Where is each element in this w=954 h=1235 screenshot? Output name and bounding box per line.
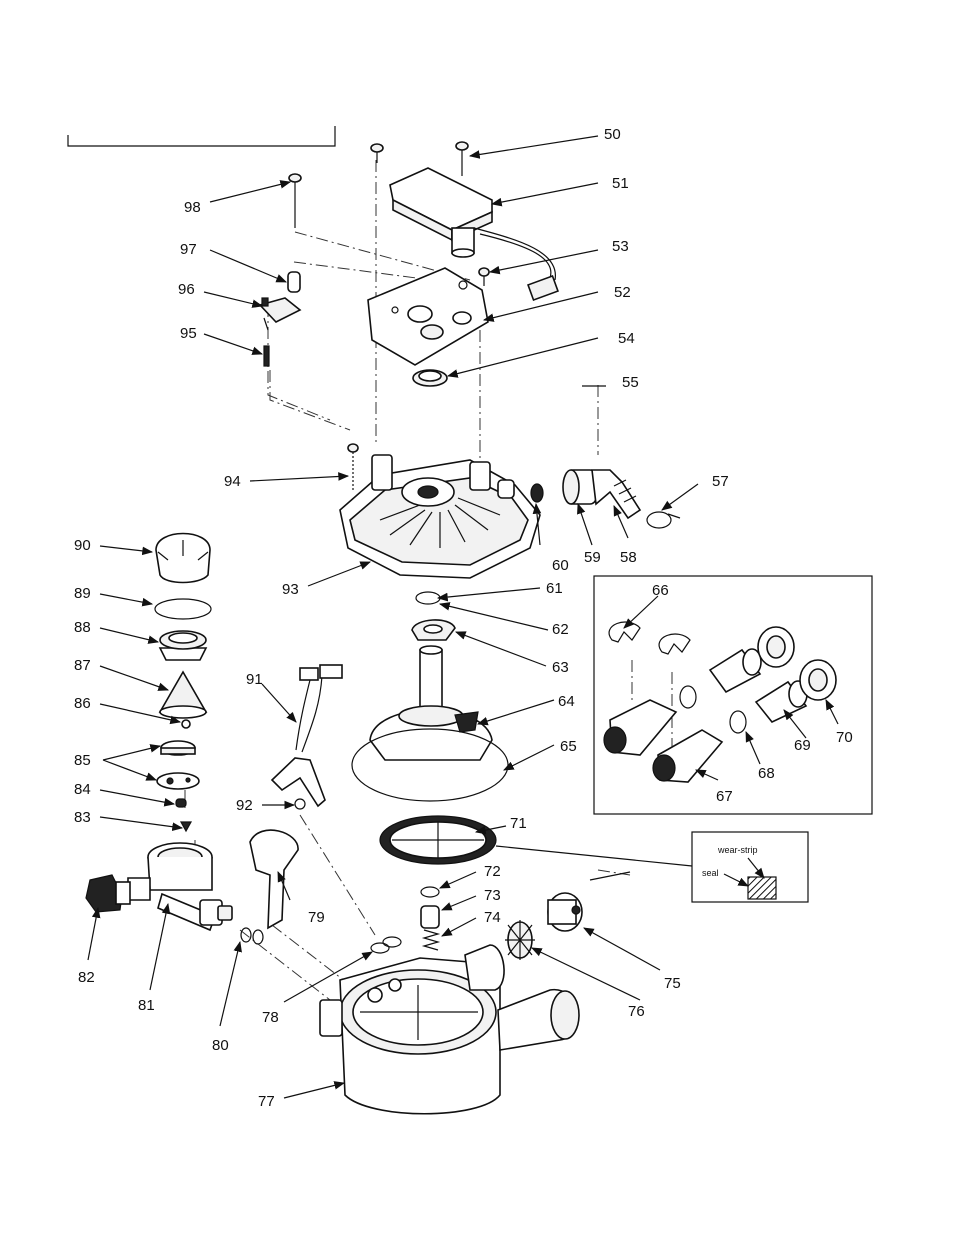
seal-cross-section-icon	[748, 877, 776, 899]
valve-body-77	[320, 945, 579, 1114]
label-67: 67	[716, 788, 733, 805]
clips-66	[609, 622, 690, 654]
wear-strip-arrow	[748, 858, 764, 878]
label-63: 63	[552, 659, 569, 676]
label-90: 90	[74, 537, 91, 554]
label-78: 78	[262, 1009, 279, 1026]
label-93: 93	[282, 581, 299, 598]
label-70: 70	[836, 729, 853, 746]
label-76: 76	[628, 1003, 645, 1020]
pin-95	[264, 346, 269, 366]
ball-86	[182, 720, 190, 728]
o-rings-78	[371, 937, 401, 953]
label-91: 91	[246, 671, 263, 688]
label-81: 81	[138, 997, 155, 1014]
turbine-76	[505, 920, 535, 960]
label-75: 75	[664, 975, 681, 992]
o-ring-72	[421, 887, 439, 897]
label-50: 50	[604, 126, 621, 143]
o-ring-68	[730, 711, 746, 733]
brine-valve-body-81	[128, 843, 232, 930]
label-98: 98	[184, 199, 201, 216]
washer-84	[176, 799, 186, 807]
label-97: 97	[180, 241, 197, 258]
label-53: 53	[612, 238, 629, 255]
tubes-69	[710, 649, 807, 722]
spring-74	[424, 930, 438, 950]
piston-assembly-64	[370, 646, 492, 760]
nut-82	[86, 875, 130, 912]
adapters-67	[604, 700, 722, 782]
label-52: 52	[614, 284, 631, 301]
cap-90	[156, 534, 210, 583]
flow-control-85	[157, 741, 199, 789]
label-85: 85	[74, 752, 91, 769]
label-96: 96	[178, 281, 195, 298]
wire-harness-91	[272, 665, 342, 806]
label-94: 94	[224, 473, 241, 490]
cam-63	[412, 620, 455, 640]
o-ring-68a	[680, 686, 696, 708]
label-73: 73	[484, 887, 501, 904]
clip-79	[250, 830, 298, 928]
label-74: 74	[484, 909, 501, 926]
o-ring-92	[295, 799, 305, 809]
bushing-54	[413, 370, 447, 386]
seal-detail-leader	[496, 846, 692, 866]
mounting-plate-52	[368, 268, 488, 365]
retainer-88	[160, 631, 206, 660]
elbow-fitting-58-59	[563, 470, 640, 518]
label-58: 58	[620, 549, 637, 566]
label-92: 92	[236, 797, 253, 814]
label-95: 95	[180, 325, 197, 342]
label-83: 83	[74, 809, 91, 826]
spacer-73	[421, 906, 439, 928]
label-64: 64	[558, 693, 575, 710]
valve-cover-93	[340, 455, 540, 578]
label-66: 66	[652, 582, 669, 599]
screw-53	[479, 268, 489, 286]
seal-71	[380, 816, 496, 864]
label-77: 77	[258, 1093, 275, 1110]
label-69: 69	[794, 737, 811, 754]
o-ring-89	[155, 599, 211, 619]
header-bracket-line	[68, 126, 335, 146]
pin-97	[288, 272, 300, 292]
screen-87	[160, 672, 206, 718]
label-80: 80	[212, 1037, 229, 1054]
label-59: 59	[584, 549, 601, 566]
label-62: 62	[552, 621, 569, 638]
label-86: 86	[74, 695, 91, 712]
wear-strip-label: wear-strip	[717, 845, 758, 855]
label-71: 71	[510, 815, 527, 832]
screw-50	[371, 142, 468, 176]
label-79: 79	[308, 909, 325, 926]
label-89: 89	[74, 585, 91, 602]
label-65: 65	[560, 738, 577, 755]
label-61: 61	[546, 580, 563, 597]
label-54: 54	[618, 330, 635, 347]
o-ring-61	[416, 592, 440, 604]
label-60: 60	[552, 557, 569, 574]
label-87: 87	[74, 657, 91, 674]
label-57: 57	[712, 473, 729, 490]
seal-arrow	[724, 874, 748, 886]
label-55: 55	[622, 374, 639, 391]
microswitch-96	[260, 298, 300, 330]
clip-57	[647, 512, 680, 528]
ring-60	[531, 484, 543, 502]
label-84: 84	[74, 781, 91, 798]
o-rings-80	[241, 928, 263, 944]
turbine-cover-75	[548, 893, 582, 931]
label-68: 68	[758, 765, 775, 782]
label-72: 72	[484, 863, 501, 880]
cone-83	[181, 822, 191, 831]
screw-94	[348, 444, 358, 492]
label-51: 51	[612, 175, 629, 192]
seal-label: seal	[702, 868, 719, 878]
label-88: 88	[74, 619, 91, 636]
screw-98	[289, 174, 301, 228]
label-82: 82	[78, 969, 95, 986]
